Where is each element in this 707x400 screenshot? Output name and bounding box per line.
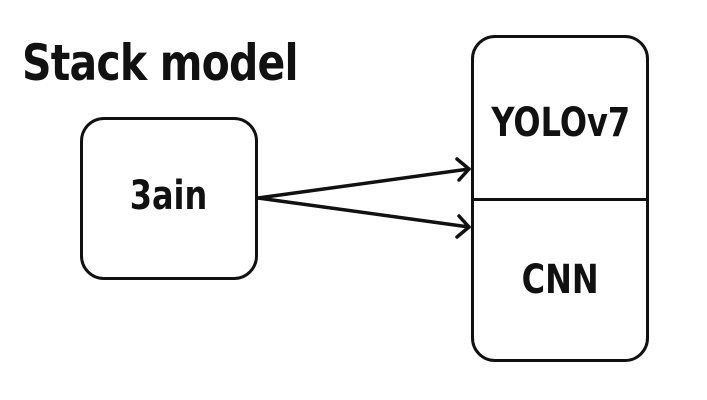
stack-model-box: YOLOv7 CNN bbox=[471, 35, 649, 362]
stack-bottom-section-label: CNN bbox=[474, 260, 646, 300]
stack-top-section-label: YOLOv7 bbox=[474, 103, 646, 143]
arrow-to-cnn-shaft bbox=[256, 196, 471, 229]
stack-divider bbox=[474, 198, 646, 201]
cnn-label-text: CNN bbox=[521, 257, 599, 303]
arrow-to-yolo-shaft bbox=[256, 167, 471, 200]
arrow-to-cnn-head bbox=[455, 214, 471, 239]
yolo-label-text: YOLOv7 bbox=[491, 100, 631, 146]
arrow-to-cnn bbox=[256, 196, 471, 239]
diagram-title: Stack model bbox=[22, 34, 299, 92]
arrow-to-yolo bbox=[256, 157, 471, 200]
arrow-to-yolo-head bbox=[455, 157, 471, 182]
source-box-label: 3ain bbox=[83, 176, 255, 216]
source-box: 3ain bbox=[80, 117, 258, 280]
source-box-label-text: 3ain bbox=[130, 173, 208, 219]
